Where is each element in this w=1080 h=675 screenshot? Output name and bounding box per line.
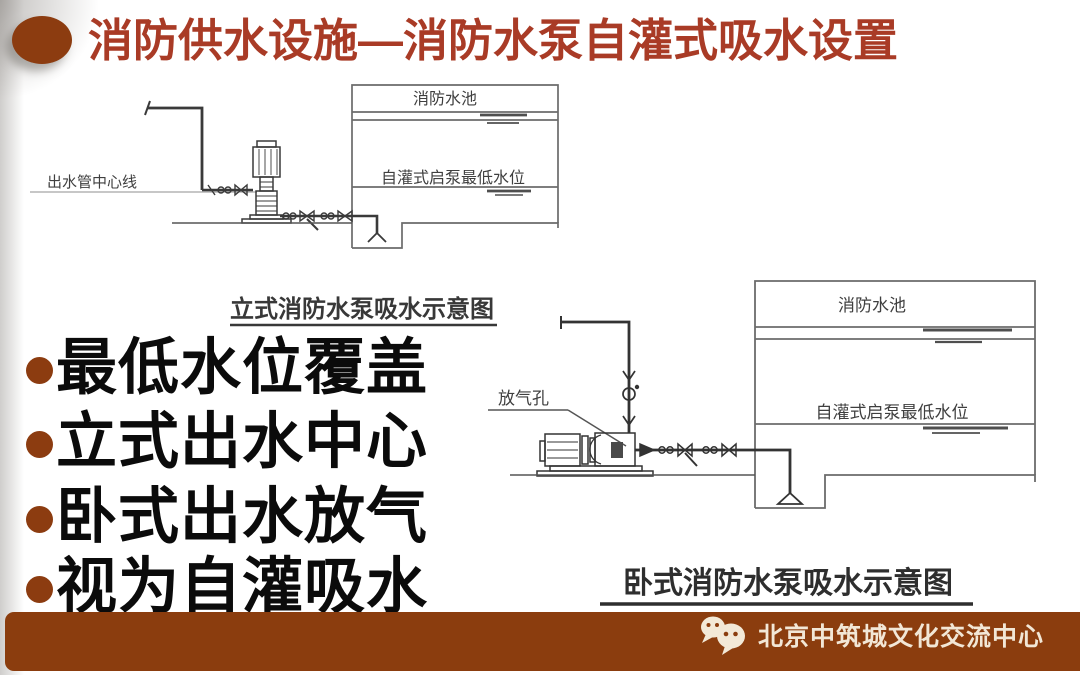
min-water-level-label: 自灌式启泵最低水位 <box>381 169 525 187</box>
outlet-centerline-label: 出水管中心线 <box>47 174 137 191</box>
tank-label: 消防水池 <box>413 90 477 108</box>
footer-org-name: 北京中筑城文化交流中心 <box>757 622 1044 651</box>
horizontal-diagram-caption: 卧式消防水泵吸水示意图 <box>623 566 953 600</box>
bullet-dot-icon <box>26 356 53 384</box>
riser-valves <box>622 370 640 427</box>
vertical-pump-diagram: 消防水池 自灌式启泵最低水位 出水管中心线 <box>30 84 559 327</box>
bullet-item-1: 最低水位覆盖 <box>20 334 428 400</box>
bullet-label: 视为自灌吸水 <box>56 552 429 620</box>
wechat-icon <box>700 616 745 655</box>
min-water-level-label: 自灌式启泵最低水位 <box>816 403 969 422</box>
page-title: 消防供水设施—消防水泵自灌式吸水设置 <box>88 15 899 66</box>
bullet-item-4: 视为自灌吸水 <box>20 553 428 619</box>
footer-bar: 北京中筑城文化交流中心 <box>5 612 1080 671</box>
air-vent-label: 放气孔 <box>498 389 549 408</box>
title-bullet-oval <box>12 16 72 64</box>
vertical-diagram-caption: 立式消防水泵吸水示意图 <box>230 295 494 323</box>
water-level-marks <box>923 328 1012 434</box>
horizontal-pump-diagram: 消防水池 自灌式启泵最低水位 放气孔 <box>488 280 1036 606</box>
suction-pipe <box>280 214 387 243</box>
vertical-pump <box>241 140 292 224</box>
bullet-label: 最低水位覆盖 <box>56 333 429 401</box>
bullet-label: 立式出水中心 <box>56 407 429 475</box>
bullet-dot-icon <box>26 575 53 603</box>
footer-content: 北京中筑城文化交流中心 <box>699 614 1044 656</box>
bullet-item-3: 卧式出水放气 <box>20 483 428 549</box>
tank-vertical-diagram <box>351 84 559 249</box>
bullet-label: 卧式出水放气 <box>56 482 429 550</box>
bullet-dot-icon <box>26 505 53 533</box>
tank-label: 消防水池 <box>838 296 906 315</box>
suction-valves <box>282 209 353 231</box>
discharge-pipe <box>144 100 253 192</box>
tank-horizontal-diagram <box>754 280 1036 509</box>
suction-pipe <box>635 448 805 505</box>
bullet-dot-icon <box>26 430 53 458</box>
bullet-item-2: 立式出水中心 <box>20 408 428 474</box>
water-level-marks <box>480 113 531 196</box>
discharge-valves <box>207 183 248 197</box>
suction-valves <box>639 442 737 467</box>
air-vent-leader <box>488 409 627 447</box>
horizontal-pump <box>536 432 654 477</box>
discharge-riser <box>560 316 631 433</box>
